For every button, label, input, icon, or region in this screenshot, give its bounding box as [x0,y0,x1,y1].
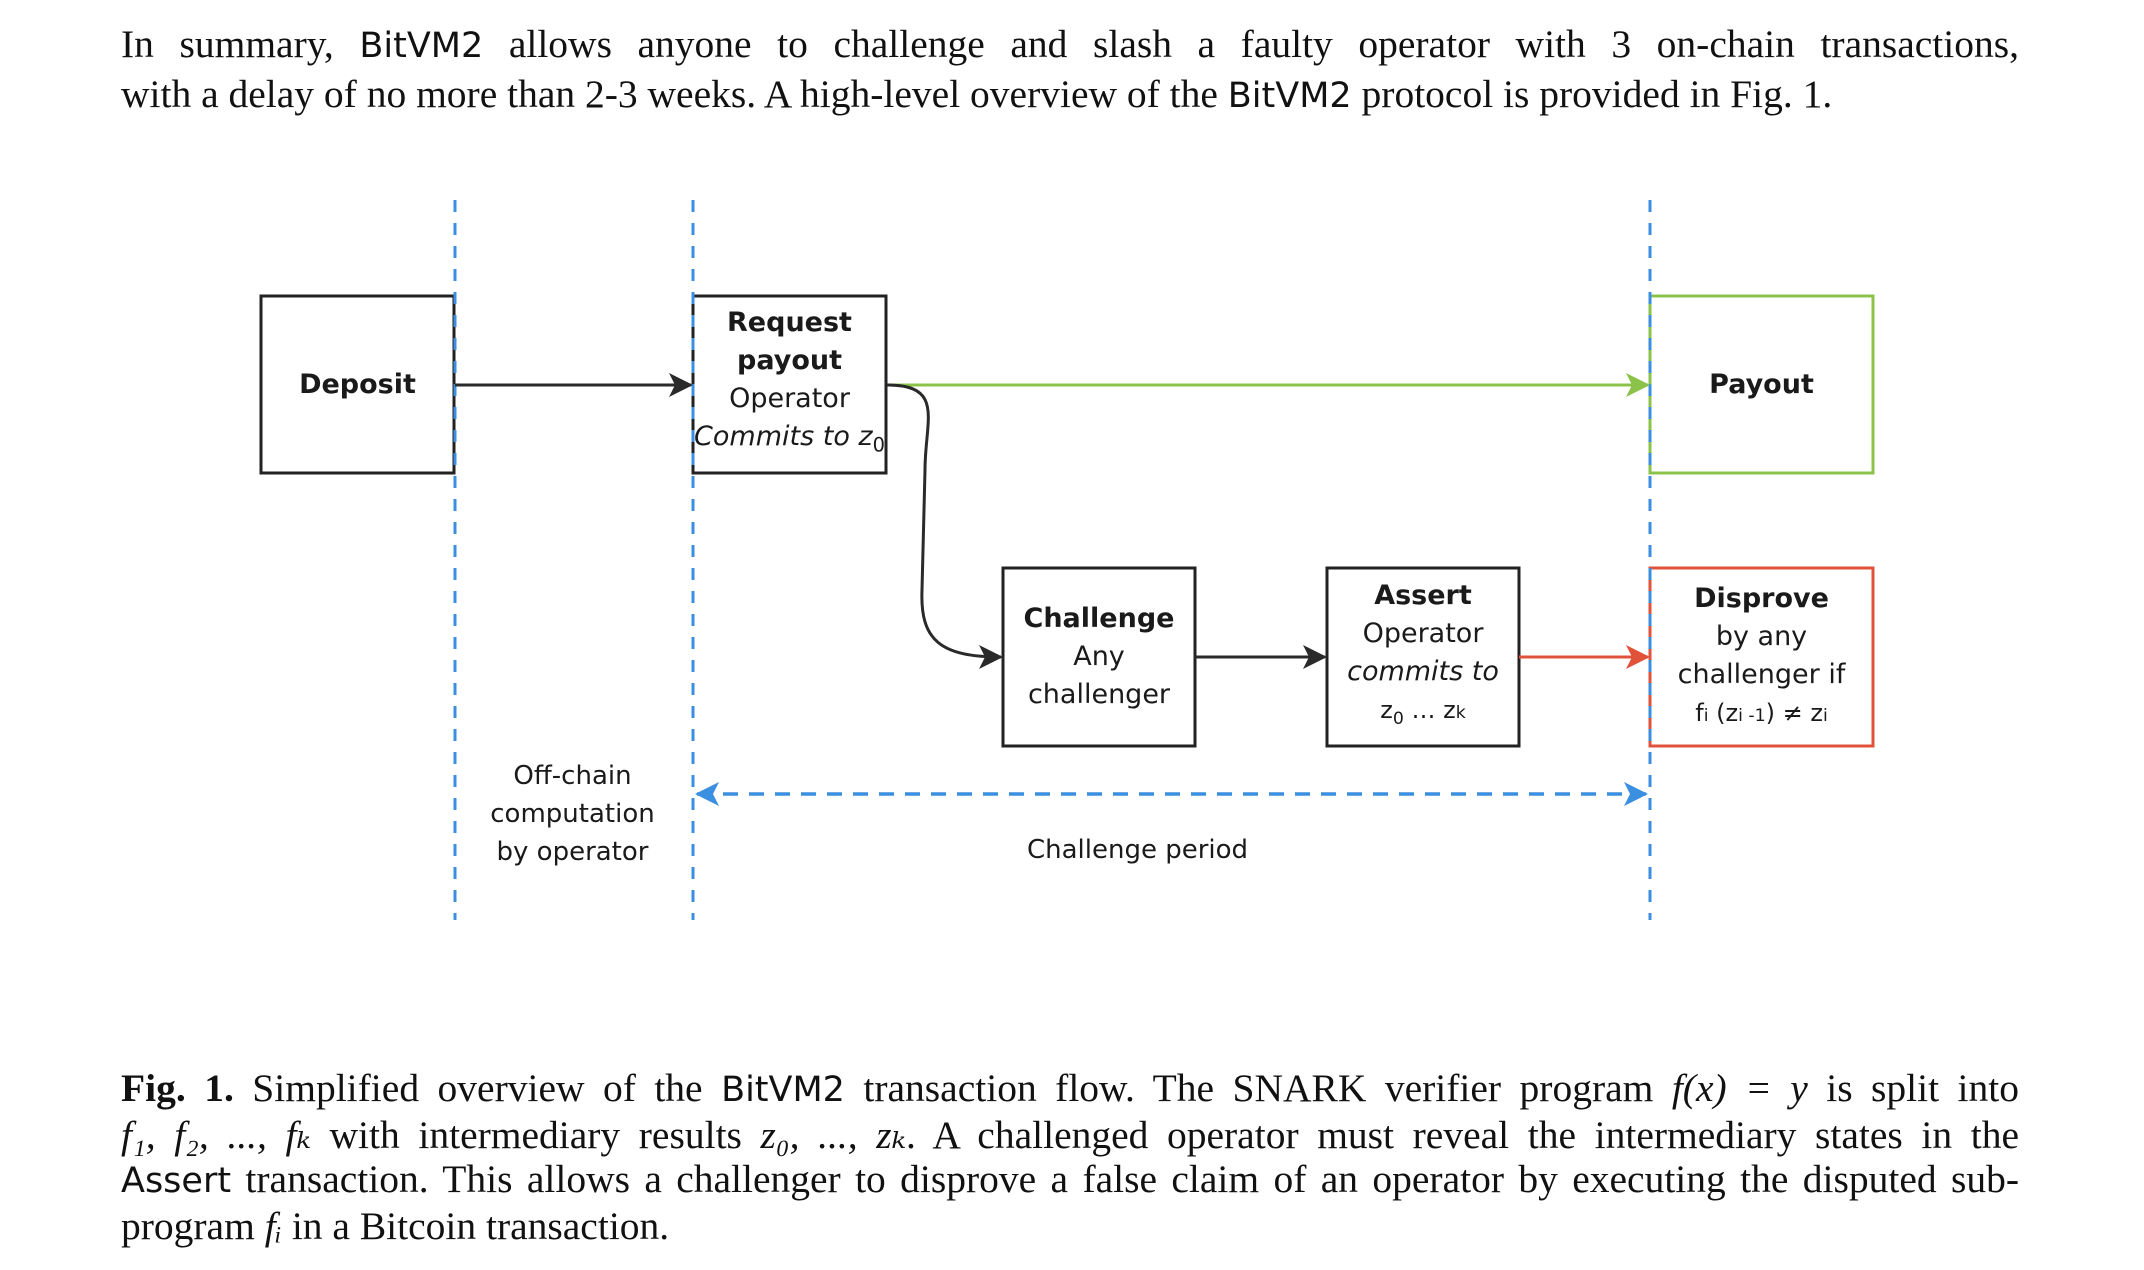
brand-bitvm2: BitVM2 [359,26,484,66]
intro-paragraph: In summary, BitVM2 allows anyone to chal… [121,20,2019,120]
intro-line-2: with a delay of no more than 2-3 weeks. … [121,72,1833,116]
challenge-period-label: Challenge period [1026,835,1249,865]
challenge-line-1: Any [1073,641,1125,672]
offchain-label-line-1: Off-chain [513,761,632,791]
caption-line-2: f₁, f₂, ..., fₖ with intermediary result… [121,1112,2020,1157]
intro-line-1: In summary, BitVM2 allows anyone to chal… [121,22,2019,66]
assert-node: Assert Operator commits to z0 … zk [1327,568,1519,746]
disprove-condition: fi (zi -1) ≠ zi [1695,698,1828,727]
assert-commit: commits to [1347,655,1499,687]
disprove-node: Disprove by any challenger if fi (zi -1)… [1650,568,1873,746]
payout-node: Payout [1650,296,1873,473]
assert-title: Assert [1374,579,1472,611]
caption-line-4: program fᵢ in a Bitcoin transaction. [121,1203,670,1248]
request-payout-title-2: payout [737,345,842,377]
disprove-box [1648,566,1875,748]
payout-box [1648,294,1875,475]
figure-label: Fig. 1. [121,1066,234,1110]
challenge-line-2: challenger [1027,679,1171,710]
request-payout-actor: Operator [729,383,850,415]
figure-caption: Fig. 1. Simplified overview of the BitVM… [121,1066,2019,1248]
request-payout-commit: Commits to z0 [694,421,885,457]
challenge-node: Challenge Any challenger [1003,568,1195,746]
disprove-line-1: by any [1715,620,1808,652]
assert-values: z0 … zk [1380,695,1466,729]
challenge-title: Challenge [1023,603,1175,634]
brand-bitvm2: BitVM2 [1227,76,1352,116]
caption-line-3: Assert transaction. This allows a challe… [121,1157,2019,1201]
challenge-box [1001,566,1197,748]
assert-actor: Operator [1362,617,1484,649]
request-payout-node: Request payout Operator Commits to z0 [693,296,886,473]
bitvm2-flow-diagram [259,200,1875,920]
caption-line-1: Fig. 1. Simplified overview of the BitVM… [121,1066,2019,1110]
disprove-title: Disprove [1694,582,1829,614]
deposit-title: Deposit [299,368,416,400]
edge-request-to-challenge [886,383,1003,669]
offchain-label-line-2: computation [490,799,655,829]
offchain-label-line-3: by operator [496,837,649,867]
request-payout-title-1: Request [727,307,852,339]
offchain-phase-label: Off-chain computation by operator [460,757,685,871]
request-payout-box [691,294,888,475]
deposit-node: Deposit [261,296,454,473]
disprove-line-2: challenger if [1677,658,1846,690]
payout-title: Payout [1709,368,1814,400]
deposit-box [259,294,456,475]
